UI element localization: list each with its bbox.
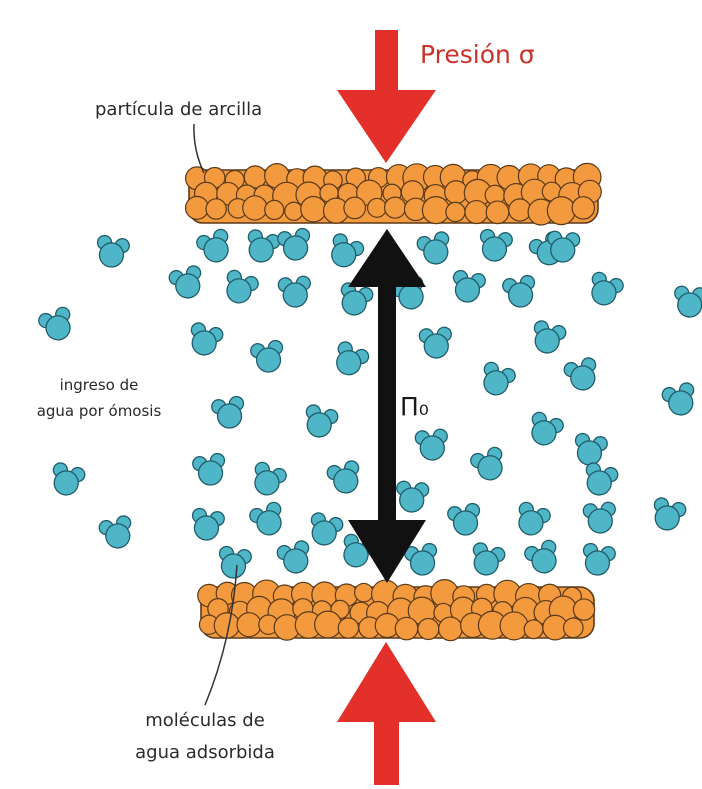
water-molecule-icon (583, 502, 617, 535)
water-molecule-icon (469, 445, 509, 484)
water-molecule-icon (529, 319, 568, 356)
water-ingress-line-1: ingreso de (16, 372, 182, 398)
water-molecule-icon (581, 461, 620, 498)
water-molecule-icon (661, 381, 700, 418)
clay-grain-icon (418, 619, 439, 640)
clay-grain-icon (395, 617, 418, 640)
water-molecule-icon (329, 340, 371, 381)
water-molecule-icon (419, 327, 453, 360)
clay-grain-icon (465, 201, 488, 224)
water-molecule-icon (248, 500, 288, 539)
water-molecule-icon (94, 234, 131, 269)
clay-grain-icon (524, 620, 543, 639)
water-molecule-icon (326, 459, 365, 496)
clay-grain-icon (344, 197, 366, 219)
water-molecule-icon (277, 227, 314, 262)
clay-grain-icon (446, 202, 465, 221)
pressure-arrow-bottom-icon (337, 642, 436, 785)
clay-grain-icon (486, 201, 509, 224)
water-molecule-icon (301, 403, 340, 440)
water-molecule-icon (477, 360, 517, 399)
clay-particle-bottom (198, 580, 595, 641)
clay-grain-icon (573, 599, 594, 620)
clay-grain-icon (368, 198, 387, 217)
water-molecule-icon (192, 452, 229, 487)
clay-grain-icon (355, 583, 373, 601)
water-molecule-icon (48, 461, 87, 498)
water-molecule-icon (523, 538, 563, 577)
water-molecule-icon (416, 230, 455, 267)
water-molecule-icon (168, 264, 207, 301)
water-molecule-icon (278, 276, 312, 309)
water-molecule-icon (477, 228, 514, 263)
adsorbed-water-line-2: agua adsorbida (105, 737, 305, 769)
water-molecule-icon (186, 321, 225, 358)
water-molecule-icon (502, 274, 539, 309)
adsorbed-water-label: moléculas de agua adsorbida (105, 705, 305, 769)
clay-grain-icon (285, 202, 303, 220)
water-molecule-icon (195, 227, 235, 266)
clay-grain-icon (186, 196, 209, 219)
clay-grain-icon (243, 196, 267, 220)
water-ingress-label: ingreso de agua por ómosis (16, 372, 182, 424)
water-molecule-icon (37, 305, 77, 344)
water-molecule-icon (572, 432, 609, 467)
water-molecule-icon (580, 542, 617, 577)
water-ingress-line-2: agua por ómosis (16, 398, 182, 424)
clay-grain-icon (206, 199, 226, 219)
water-molecule-icon (306, 511, 345, 548)
water-molecule-icon (250, 339, 287, 374)
water-molecule-icon (649, 496, 688, 533)
clay-grain-icon (422, 197, 449, 224)
distance-symbol-label: Π₀ (400, 392, 429, 421)
clay-grain-icon (265, 200, 284, 219)
clay-grain-icon (509, 199, 531, 221)
clay-grain-icon (315, 611, 342, 638)
clay-particle-label: partícula de arcilla (95, 99, 262, 120)
water-molecule-icon (468, 541, 507, 578)
clay-particle-top (186, 163, 602, 225)
water-molecule-icon (395, 481, 429, 514)
water-molecule-icon (512, 500, 552, 539)
water-molecule-icon (248, 460, 288, 499)
water-molecule-icon (585, 270, 625, 309)
clay-particle-pointer (194, 124, 204, 173)
water-molecule-icon (525, 410, 565, 449)
water-molecule-icon (243, 228, 282, 265)
clay-grain-icon (301, 196, 326, 221)
water-molecule-icon (276, 539, 315, 576)
clay-grain-icon (385, 197, 406, 218)
water-molecule-icon (673, 286, 702, 319)
clay-grain-icon (572, 197, 594, 219)
clay-grain-icon (338, 618, 358, 638)
water-molecule-icon (324, 232, 366, 273)
clay-grain-icon (564, 618, 584, 638)
pressure-label: Presión σ (420, 40, 535, 69)
clay-grain-icon (547, 197, 575, 225)
water-molecule-icon (447, 502, 484, 537)
water-molecule-icon (220, 268, 260, 307)
water-molecule-icon (216, 545, 253, 580)
water-molecule-icon (211, 395, 248, 430)
water-molecule-icon (189, 507, 226, 542)
water-molecule-icon (98, 514, 137, 551)
water-molecule-icon (563, 356, 602, 393)
water-molecule-icon (404, 542, 441, 577)
adsorbed-water-line-1: moléculas de (105, 705, 305, 737)
water-molecule-icon (415, 429, 449, 462)
water-molecule-icon (450, 269, 487, 304)
clay-grain-icon (237, 613, 261, 637)
clay-grain-icon (439, 617, 463, 641)
clay-grain-icon (500, 612, 528, 640)
